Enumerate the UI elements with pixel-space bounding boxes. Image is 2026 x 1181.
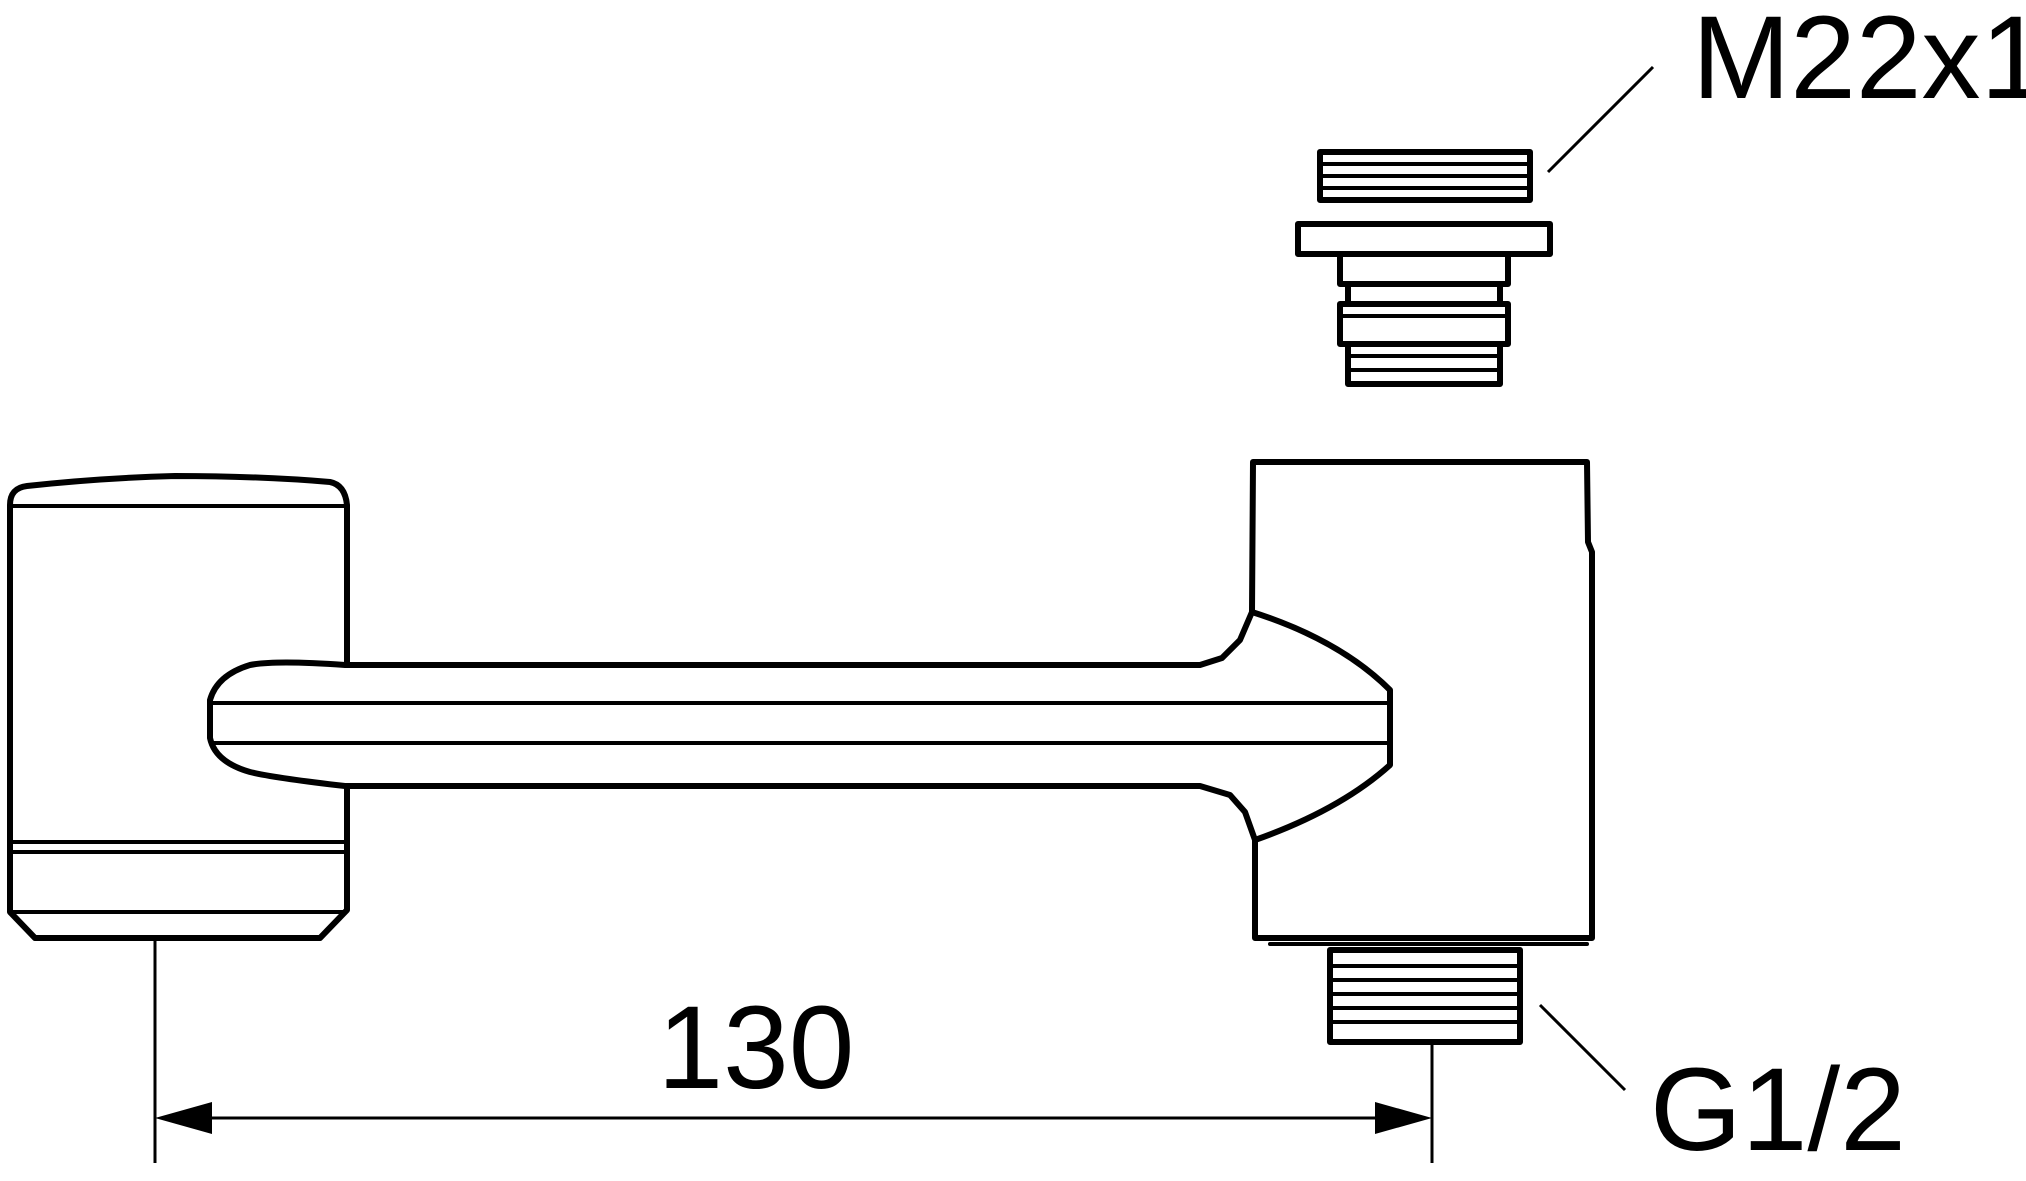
- adapter-fitting-top: [1295, 149, 1553, 387]
- thread-label-bottom: G1/2: [1650, 1044, 1906, 1176]
- spout-arm: [207, 609, 1393, 843]
- thread-label-top: M22x1: [1692, 0, 2026, 124]
- dimension-label: 130: [658, 982, 855, 1114]
- dimension-arrow-right: [1375, 1102, 1432, 1134]
- spout-head: [7, 473, 350, 941]
- leader-line-top: [1546, 65, 1655, 174]
- swivel-body: [1249, 459, 1595, 946]
- dimension-arrow-left: [155, 1102, 212, 1134]
- thread-bottom: [1327, 947, 1523, 1045]
- leader-line-bottom: [1538, 1003, 1627, 1092]
- dimension-130: [153, 940, 1434, 1163]
